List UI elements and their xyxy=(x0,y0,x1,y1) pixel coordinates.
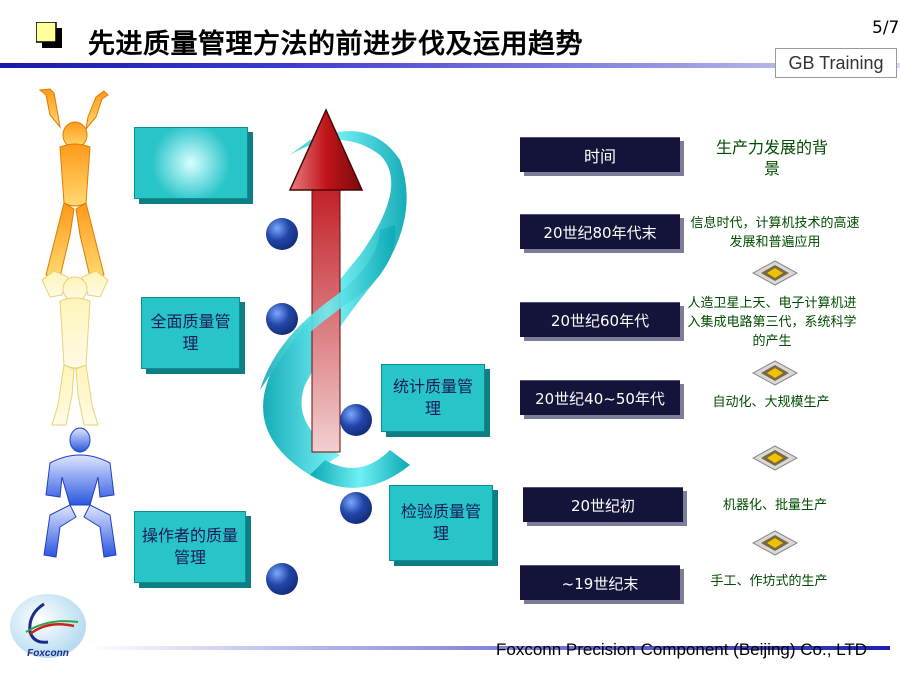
time-box-late-1800s: ~19世纪末 xyxy=(520,565,680,600)
time-box-early-1900s: 20世纪初 xyxy=(523,487,683,522)
stage-box-inspection-quality: 检验质量管理 xyxy=(389,485,493,561)
diamond-marker-icon xyxy=(752,445,798,471)
ribbon-front xyxy=(260,225,396,390)
blue-figure xyxy=(43,427,117,558)
background-late-1800s: 手工、作坊式的生产 xyxy=(710,574,828,589)
training-badge: GB Training xyxy=(775,48,897,78)
background-early-1900s: 机器化、批量生产 xyxy=(722,498,827,513)
diamond-marker-icon xyxy=(752,530,798,556)
stage-box-total-quality: 全面质量管理 xyxy=(141,297,240,369)
title-rule xyxy=(0,63,900,68)
foxconn-logo: Foxconn xyxy=(10,594,86,659)
diamond-marker-icon xyxy=(752,260,798,286)
time-box-1960s: 20世纪60年代 xyxy=(520,302,680,337)
background-header: 生产力发展的背景 xyxy=(715,138,828,178)
milestone-ball-5 xyxy=(266,563,298,595)
spiral-arrow-graphic xyxy=(260,108,410,488)
svg-text:Foxconn: Foxconn xyxy=(27,648,69,659)
milestone-ball-3 xyxy=(340,404,372,436)
background-1940s: 自动化、大规模生产 xyxy=(712,395,830,410)
background-1980s: 信息时代，计算机技术的高速发展和普遍应用 xyxy=(690,216,860,250)
milestone-ball-2 xyxy=(266,303,298,335)
title-bullet-icon xyxy=(36,22,62,48)
footer-company: Foxconn Precision Component (Beijing) Co… xyxy=(496,640,868,659)
page-title: 先进质量管理方法的前进步伐及运用趋势 xyxy=(88,29,583,60)
background-1960s: 人造卫星上天、电子计算机进入集成电路第三代，系统科学的产生 xyxy=(687,296,857,349)
time-box-1940s: 20世纪40~50年代 xyxy=(520,380,680,415)
milestone-ball-4 xyxy=(340,492,372,524)
diamond-marker-icon xyxy=(752,360,798,386)
climbing-people-illustration xyxy=(38,88,117,558)
stage-box-top xyxy=(134,127,248,199)
page-number: 5/76 xyxy=(872,18,900,38)
time-header-box: 时间 xyxy=(520,137,680,172)
orange-figure xyxy=(38,88,109,278)
arrow-head xyxy=(288,108,364,191)
pale-figure xyxy=(41,270,109,426)
stage-box-operator-quality: 操作者的质量管理 xyxy=(134,511,246,583)
time-box-1980s: 20世纪80年代末 xyxy=(520,214,680,249)
ribbon-tail xyxy=(310,450,410,488)
milestone-ball-1 xyxy=(266,218,298,250)
stage-box-statistical-quality: 统计质量管理 xyxy=(381,364,485,432)
footer-rule xyxy=(90,646,890,650)
